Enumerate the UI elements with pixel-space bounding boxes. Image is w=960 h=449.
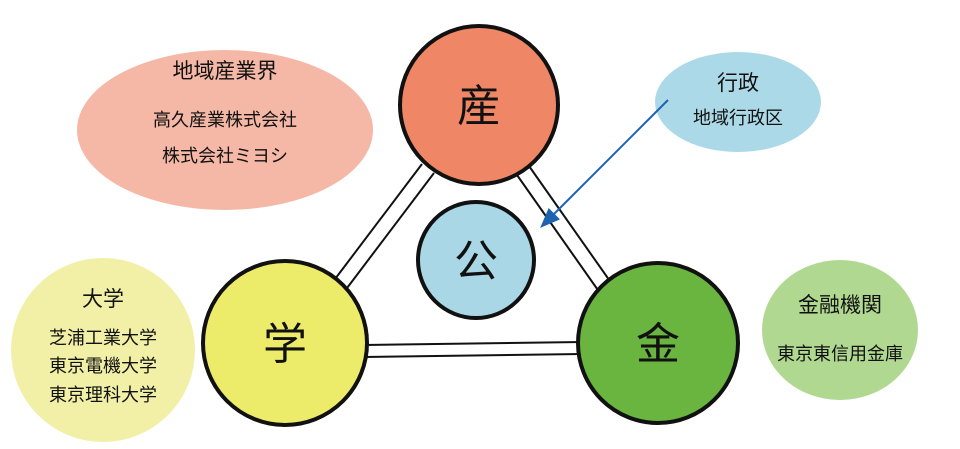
finance-group-ellipse [762,260,918,400]
connector-academia-finance [363,341,583,358]
academia-group-title: 大学 [82,287,124,311]
industry-group-member: 株式会社ミヨシ [162,146,288,167]
academia-label: 学 [263,319,307,370]
government-to-public-arrow [540,99,669,228]
government-group-title: 行政 [717,71,759,95]
industry-group-title: 地域産業界 [173,59,278,83]
finance-label: 金 [636,319,680,370]
academia-group-member: 芝浦工業大学 [49,328,157,349]
academia-group-member: 東京電機大学 [49,356,157,377]
connector-industry-finance [516,165,613,294]
government-group-ellipse [655,52,821,152]
finance-group-title: 金融機関 [798,293,882,317]
academia-group-member: 東京理科大学 [49,385,157,406]
public-label: 公 [454,236,498,287]
finance-circle [576,261,740,425]
industry-label: 産 [457,81,501,132]
industry-group-member: 高久産業株式会社 [153,110,297,131]
public-circle [416,200,536,320]
academia-circle [201,259,369,427]
academia-group-ellipse [11,258,195,442]
connector-industry-academia [328,163,435,297]
finance-group-member: 東京東信用金庫 [777,344,903,365]
government-group-member: 地域行政区 [693,108,783,129]
industry-group-ellipse [77,50,373,210]
industry-circle [398,24,560,186]
